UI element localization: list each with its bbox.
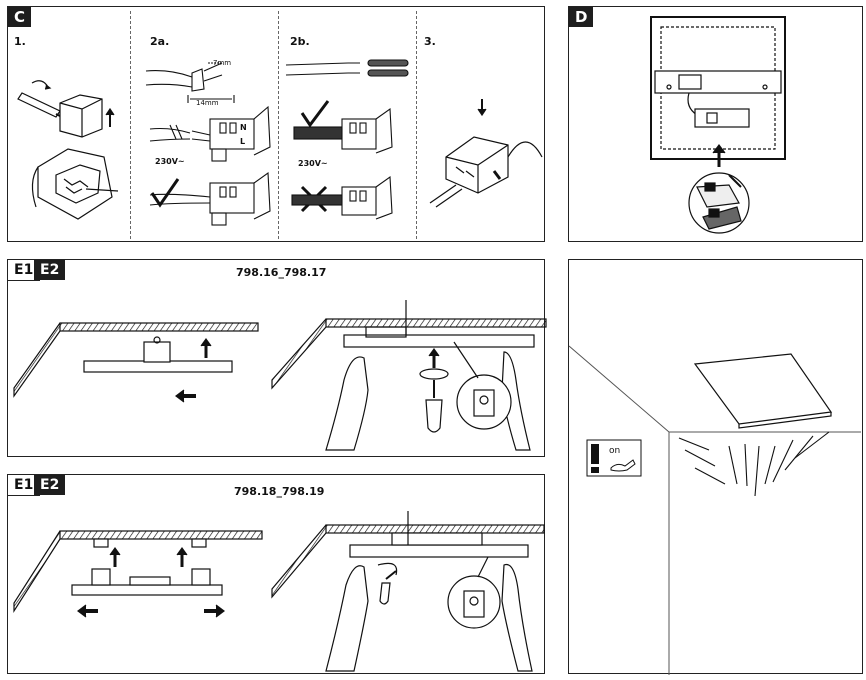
panel-e-top-model: 798.16_798.17 [236, 266, 327, 279]
panel-e-bottom-model: 798.18_798.19 [234, 485, 325, 498]
step-2a-label: 2a. [150, 35, 170, 48]
strip-length-7mm: 7mm [213, 59, 232, 67]
panel-e-top-tag-e1: E1 [8, 260, 41, 281]
panel-e-bottom-tag-e1: E1 [8, 475, 41, 496]
switch-on-label: on [609, 446, 621, 456]
voltage-label-2b: 230V~ [298, 159, 328, 168]
terminal-n-label: N [240, 123, 247, 132]
step-1-label: 1. [14, 35, 26, 48]
panel-d-tag: D [569, 7, 594, 27]
panel-e-bottom-tag-e2: E2 [34, 475, 66, 495]
panel-c: C 1. 2a. 2b. 3. [7, 6, 545, 242]
switch-hand-icon [610, 459, 636, 472]
step-2b-illustration [285, 59, 409, 220]
panel-e-bottom: E1 E2 798.18_798.19 [7, 474, 545, 674]
step-1-illustration [17, 80, 119, 220]
voltage-label-2a: 230V~ [155, 157, 185, 166]
step-3-illustration [429, 99, 543, 208]
panel-c-tag: C [8, 7, 32, 27]
panel-switch-on: on [568, 259, 863, 675]
panel-e-top-illustration [13, 300, 547, 451]
panel-d-illustration [650, 16, 786, 234]
panel-e-top-tag-e2: E2 [34, 260, 66, 280]
room-lamp-illustration [568, 345, 861, 675]
panel-e-top: E1 E2 798.16_798.17 [7, 259, 547, 457]
step-2a-illustration [145, 62, 271, 226]
strip-length-14mm: 14mm [196, 99, 219, 107]
panel-d: D [568, 6, 863, 242]
panel-e-bottom-illustration [13, 511, 545, 672]
step-3-label: 3. [424, 35, 436, 48]
step-2b-label: 2b. [290, 35, 310, 48]
terminal-l-label: L [240, 137, 246, 146]
